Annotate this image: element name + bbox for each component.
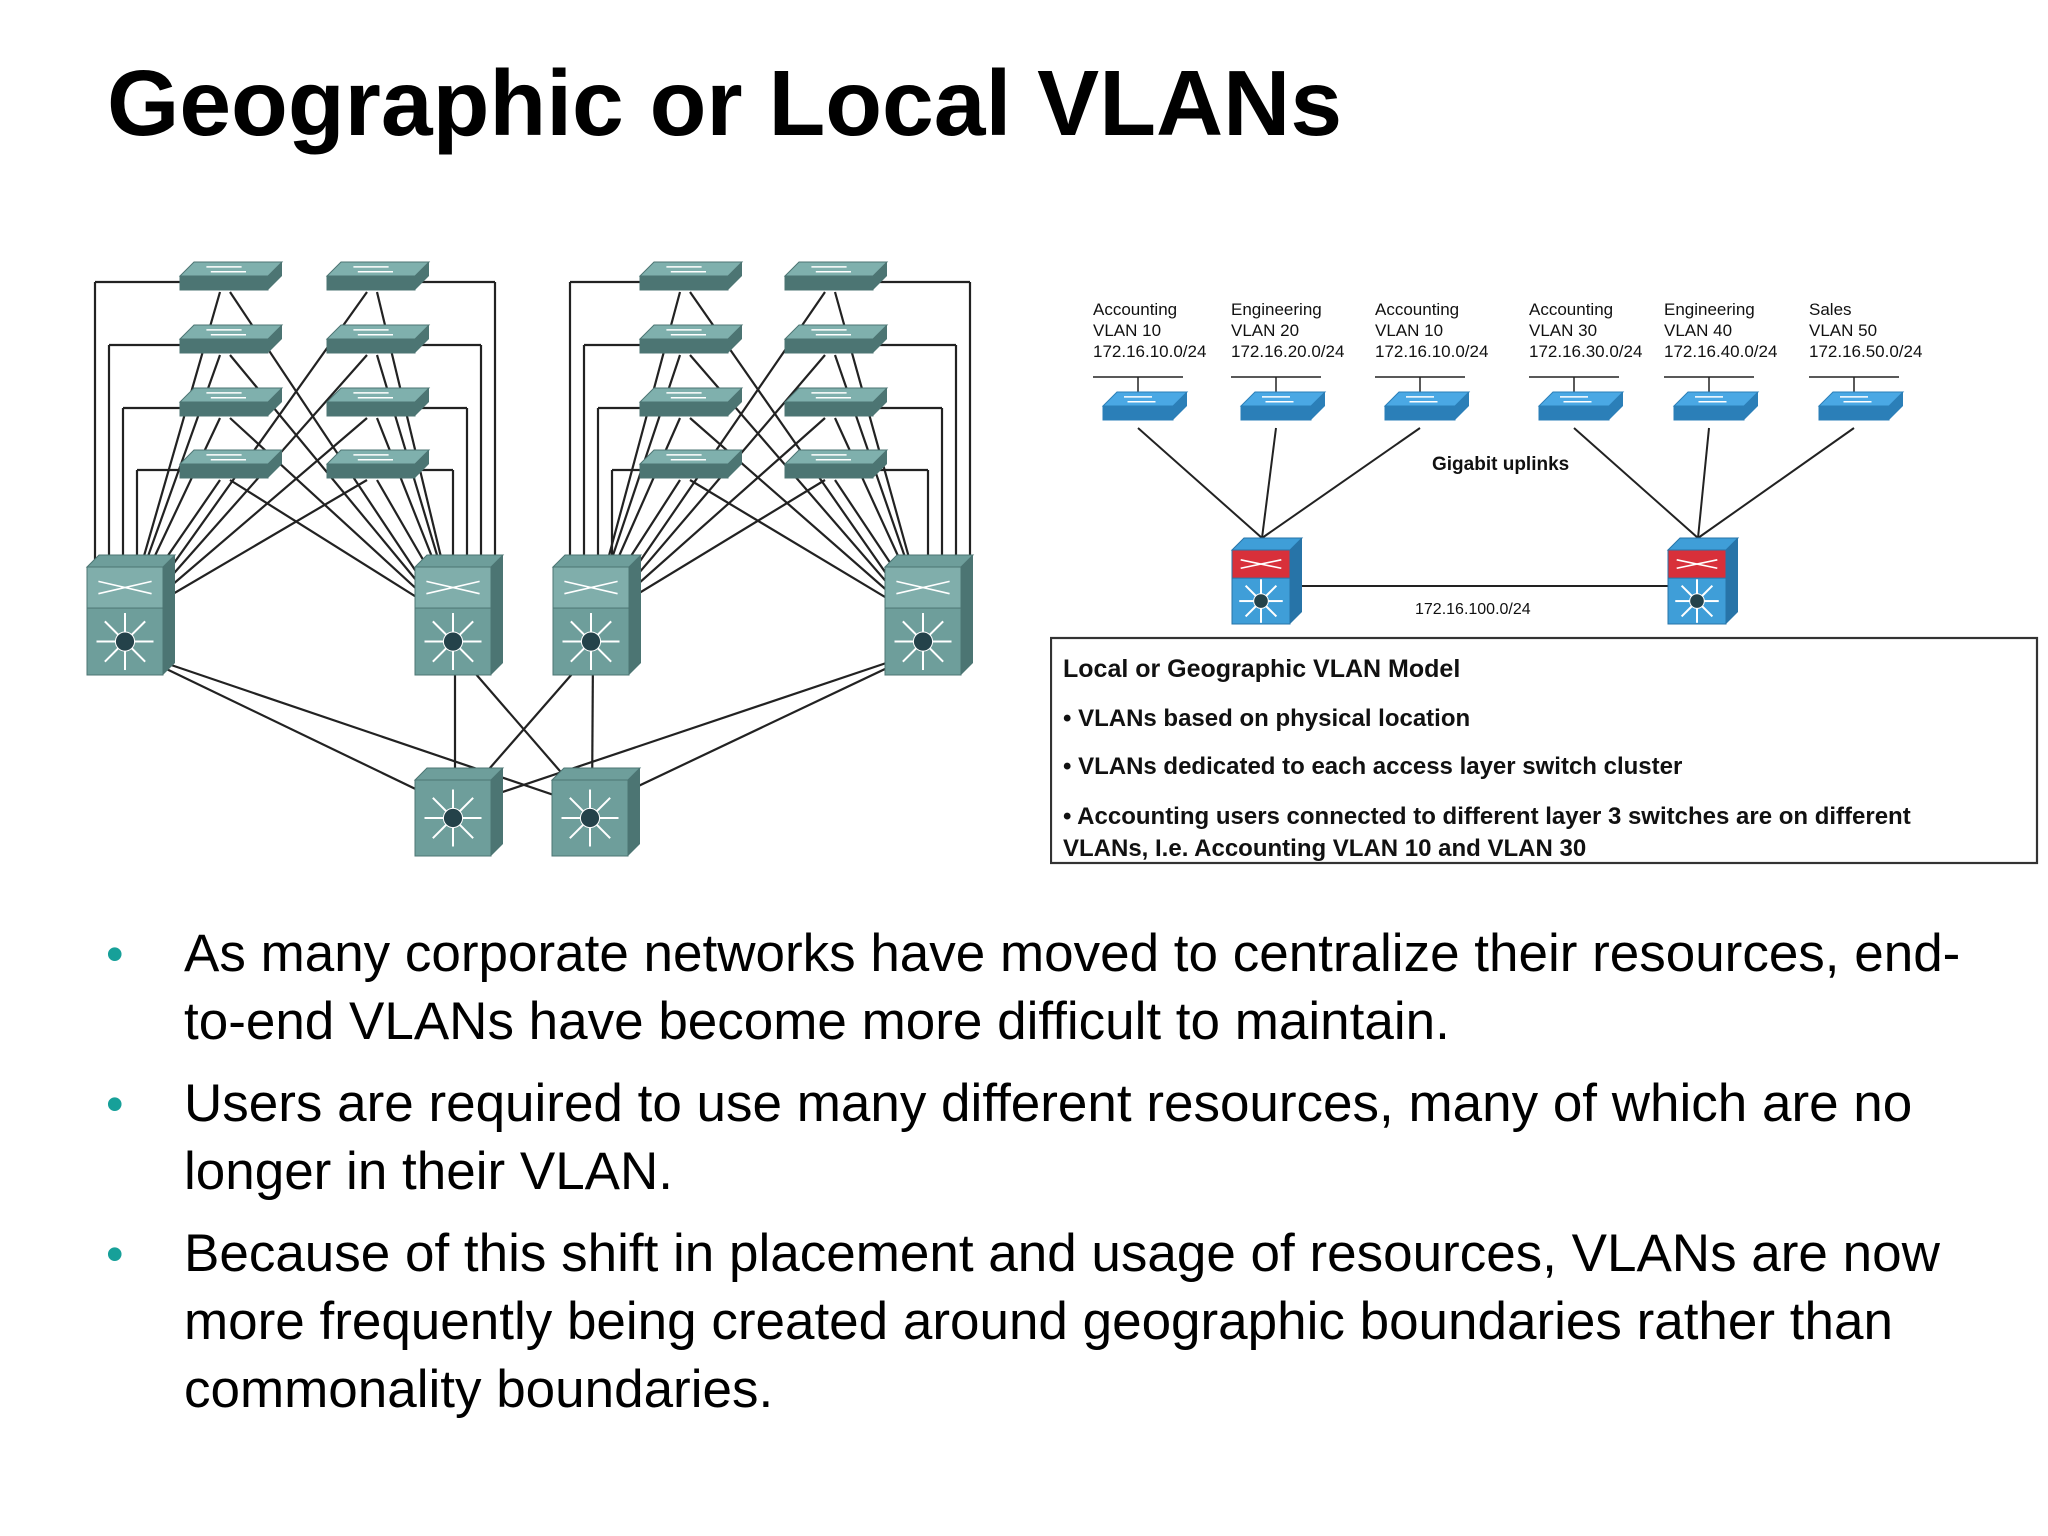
vlan-model-point: VLANs, I.e. Accounting VLAN 10 and VLAN … bbox=[1063, 835, 1586, 862]
access-switch-icon bbox=[178, 324, 284, 354]
multilayer-switch-icon bbox=[413, 554, 505, 676]
left-network-diagram bbox=[85, 261, 975, 857]
multilayer-switch-icon bbox=[1230, 537, 1304, 625]
vlan-label: VLAN 40 bbox=[1664, 321, 1732, 340]
slide-title: Geographic or Local VLANs bbox=[107, 51, 1343, 155]
link-line bbox=[1261, 427, 1421, 539]
vlan-label: 172.16.30.0/24 bbox=[1529, 342, 1642, 361]
access-switch-icon bbox=[1239, 391, 1327, 421]
multilayer-switch-icon bbox=[413, 767, 505, 857]
vlan-label: VLAN 20 bbox=[1231, 321, 1299, 340]
link-line bbox=[126, 649, 456, 809]
bullet-list: • As many corporate networks have moved t… bbox=[104, 920, 2004, 1438]
bullet-text: Because of this shift in placement and u… bbox=[184, 1224, 1940, 1419]
link-line bbox=[1137, 427, 1263, 539]
bullet-icon: • bbox=[106, 926, 124, 982]
vlan-label: 172.16.40.0/24 bbox=[1664, 342, 1777, 361]
bullet-item: • Because of this shift in placement and … bbox=[104, 1220, 2004, 1424]
access-switch-icon bbox=[638, 324, 744, 354]
vlan-label: 172.16.10.0/24 bbox=[1375, 342, 1488, 361]
access-switch-icon bbox=[638, 449, 744, 479]
vlan-model-point: • VLANs dedicated to each access layer s… bbox=[1063, 753, 1682, 780]
bullet-icon: • bbox=[106, 1076, 124, 1132]
access-switch-icon bbox=[1101, 391, 1189, 421]
bullet-icon: • bbox=[106, 1226, 124, 1282]
access-switch-icon bbox=[325, 261, 431, 291]
vlan-model-box bbox=[1050, 636, 2039, 865]
access-switch-icon bbox=[325, 387, 431, 417]
multilayer-switch-icon bbox=[551, 554, 643, 676]
vlan-label: Accounting bbox=[1529, 300, 1613, 319]
access-switch-icon bbox=[638, 261, 744, 291]
link-line bbox=[689, 417, 916, 616]
link-line bbox=[1697, 427, 1710, 539]
vlan-model-heading: Local or Geographic VLAN Model bbox=[1063, 655, 1460, 683]
bullet-item: • As many corporate networks have moved t… bbox=[104, 920, 2004, 1056]
access-switch-icon bbox=[178, 261, 284, 291]
access-switch-icon bbox=[1537, 391, 1625, 421]
vlan-label: 172.16.50.0/24 bbox=[1809, 342, 1922, 361]
vlan-label: Engineering bbox=[1664, 300, 1755, 319]
access-switch-icon bbox=[783, 449, 889, 479]
access-switch-icon bbox=[638, 387, 744, 417]
link-line bbox=[136, 479, 368, 616]
link-line bbox=[1573, 427, 1699, 539]
access-switch-icon bbox=[783, 324, 889, 354]
bullet-text: Users are required to use many different… bbox=[184, 1074, 1913, 1201]
vlan-label: VLAN 30 bbox=[1529, 321, 1597, 340]
vlan-label: Accounting bbox=[1375, 300, 1459, 319]
vlan-label: Sales bbox=[1809, 300, 1852, 319]
vlan-model-point: • Accounting users connected to differen… bbox=[1063, 803, 1911, 830]
link-line bbox=[229, 417, 446, 616]
access-switch-icon bbox=[325, 324, 431, 354]
access-switch-icon bbox=[1672, 391, 1760, 421]
link-line bbox=[126, 648, 593, 810]
access-switch-icon bbox=[783, 387, 889, 417]
link-line bbox=[689, 479, 916, 616]
access-switch-icon bbox=[1817, 391, 1905, 421]
bullet-item: • Users are required to use many differen… bbox=[104, 1070, 2004, 1206]
vlan-model-point: • VLANs based on physical location bbox=[1063, 705, 1470, 732]
link-line bbox=[454, 648, 926, 810]
access-switch-icon bbox=[1383, 391, 1471, 421]
vlan-label: 172.16.10.0/24 bbox=[1093, 342, 1206, 361]
vlan-label: 172.16.20.0/24 bbox=[1231, 342, 1344, 361]
vlan-label: Engineering bbox=[1231, 300, 1322, 319]
multilayer-switch-icon bbox=[883, 554, 975, 676]
link-line bbox=[136, 417, 368, 616]
link-line bbox=[136, 354, 368, 616]
link-line bbox=[1261, 427, 1277, 539]
vlan-label: VLAN 10 bbox=[1093, 321, 1161, 340]
vlan-label: VLAN 10 bbox=[1375, 321, 1443, 340]
multilayer-switch-icon bbox=[85, 554, 177, 676]
access-switch-icon bbox=[178, 449, 284, 479]
link-line bbox=[229, 479, 446, 616]
access-switch-icon bbox=[325, 449, 431, 479]
link-line bbox=[1697, 427, 1855, 539]
link-line bbox=[591, 649, 926, 809]
access-switch-icon bbox=[178, 387, 284, 417]
bullet-text: As many corporate networks have moved to… bbox=[184, 924, 1961, 1051]
vlan-label: VLAN 50 bbox=[1809, 321, 1877, 340]
vlan-label: Accounting bbox=[1093, 300, 1177, 319]
access-switch-icon bbox=[783, 261, 889, 291]
multilayer-switch-icon bbox=[1666, 537, 1740, 625]
gigabit-uplinks-label: Gigabit uplinks bbox=[1432, 454, 1569, 475]
multilayer-switch-icon bbox=[550, 767, 642, 857]
core-subnet-label: 172.16.100.0/24 bbox=[1415, 601, 1531, 618]
